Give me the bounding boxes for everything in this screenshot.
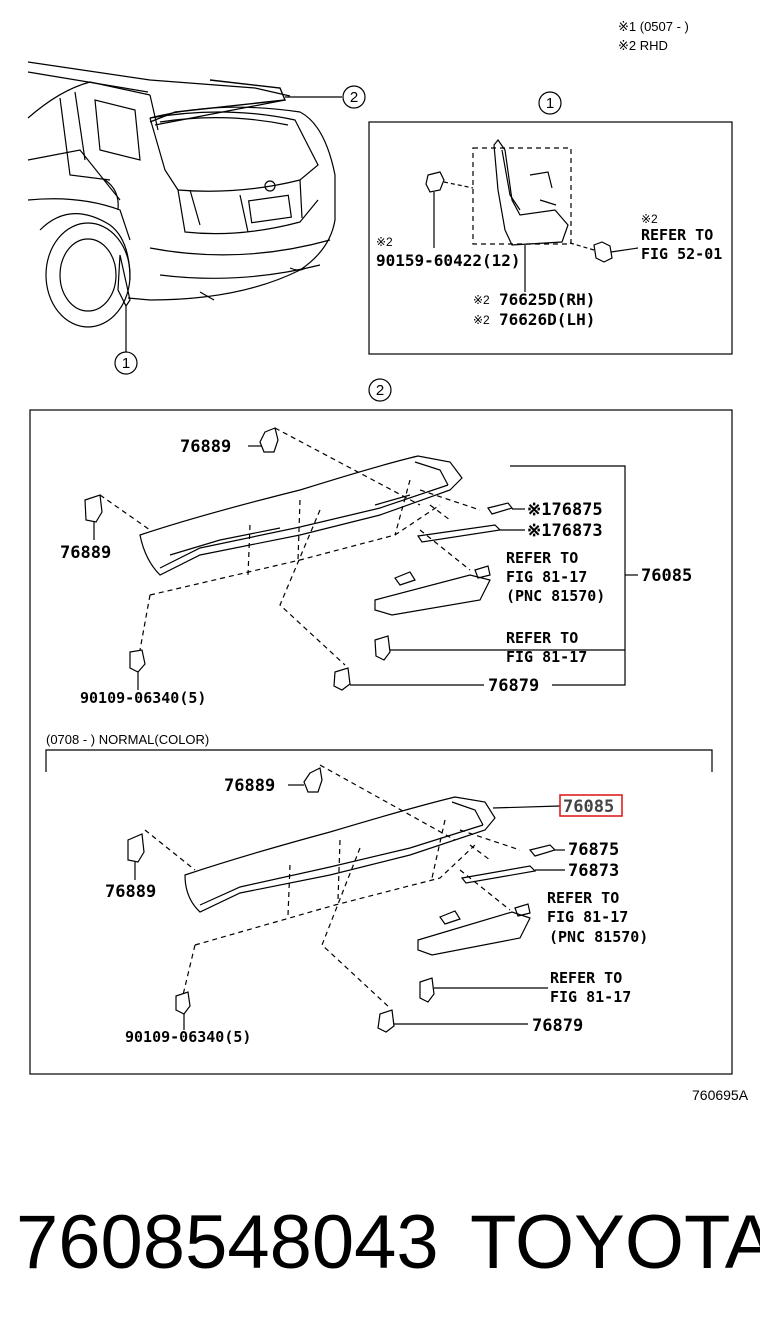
upper-spoiler-part: 76085 — [641, 566, 692, 586]
footer-brand: TOYOTA — [470, 1200, 760, 1285]
callout-1-car-label: 1 — [122, 355, 130, 372]
mudguard-lh-part: 76626D(LH) — [499, 310, 595, 329]
vehicle-illustration — [27, 61, 336, 328]
mudguard-rh-part: 76625D(RH) — [499, 290, 595, 309]
upper-lamp-refer-2: FIG 81-17 — [506, 568, 587, 586]
note-1: ※1 (0507 - ) — [618, 19, 689, 34]
callout-2-top — [342, 85, 366, 109]
callout-2-top-label: 2 — [350, 89, 358, 106]
lower-screw-refer-1: REFER TO — [550, 969, 622, 987]
mudguard-lh-mark: ※2 — [473, 313, 490, 327]
bolt-mark: ※2 — [376, 235, 393, 249]
lower-spoiler-part-highlighted[interactable]: 76085 — [563, 797, 614, 817]
lower-lamp-refer-1: REFER TO — [547, 889, 619, 907]
lower-nut-part: 90109-06340(5) — [125, 1028, 251, 1046]
upper-screw-refer-1: REFER TO — [506, 629, 578, 647]
upper-clip-left: 76889 — [60, 543, 111, 563]
upper-tape-a: ※176875 — [527, 500, 603, 520]
refer-mark: ※2 — [641, 212, 658, 226]
refer-text-1: REFER TO — [641, 226, 713, 244]
upper-clip-bottom: 76879 — [488, 676, 539, 696]
upper-lamp-refer-3: (PNC 81570) — [506, 587, 605, 605]
callout-2-box — [368, 378, 392, 402]
lower-screw-refer-2: FIG 81-17 — [550, 988, 631, 1006]
note-2: ※2 RHD — [618, 38, 668, 53]
callout-2-box-label: 2 — [376, 382, 384, 399]
highlight-box — [559, 794, 623, 817]
refer-text-2: FIG 52-01 — [641, 245, 722, 263]
figure-code: 760695A — [692, 1087, 749, 1103]
callout-1-box — [538, 91, 562, 115]
upper-nut-part: 90109-06340(5) — [80, 689, 206, 707]
lower-clip-top: 76889 — [224, 776, 275, 796]
lower-lamp-refer-2: FIG 81-17 — [547, 908, 628, 926]
lower-tape-a: 76875 — [568, 840, 619, 860]
lower-clip-bottom: 76879 — [532, 1016, 583, 1036]
callout-1-box-label: 1 — [546, 95, 554, 112]
bolt-part-number: 90159-60422(12) — [376, 251, 521, 270]
footer-part-number: 7608548043 — [16, 1200, 439, 1285]
spoiler-box — [29, 409, 733, 1075]
lower-lamp-refer-3: (PNC 81570) — [549, 928, 648, 946]
lower-clip-left: 76889 — [105, 882, 156, 902]
lower-section-bracket — [45, 749, 713, 772]
lower-tape-b: 76873 — [568, 861, 619, 881]
upper-tape-b: ※176873 — [527, 521, 603, 541]
spoiler-lower-illustration — [127, 764, 557, 1033]
mudguard-illustration — [425, 138, 613, 263]
upper-clip-top: 76889 — [180, 437, 231, 457]
mudguard-rh-mark: ※2 — [473, 293, 490, 307]
upper-screw-refer-2: FIG 81-17 — [506, 648, 587, 666]
callout-1-car — [114, 351, 138, 375]
upper-lamp-refer-1: REFER TO — [506, 549, 578, 567]
mudguard-box — [368, 121, 733, 355]
lower-section-heading: (0708 - ) NORMAL(COLOR) — [46, 732, 209, 747]
